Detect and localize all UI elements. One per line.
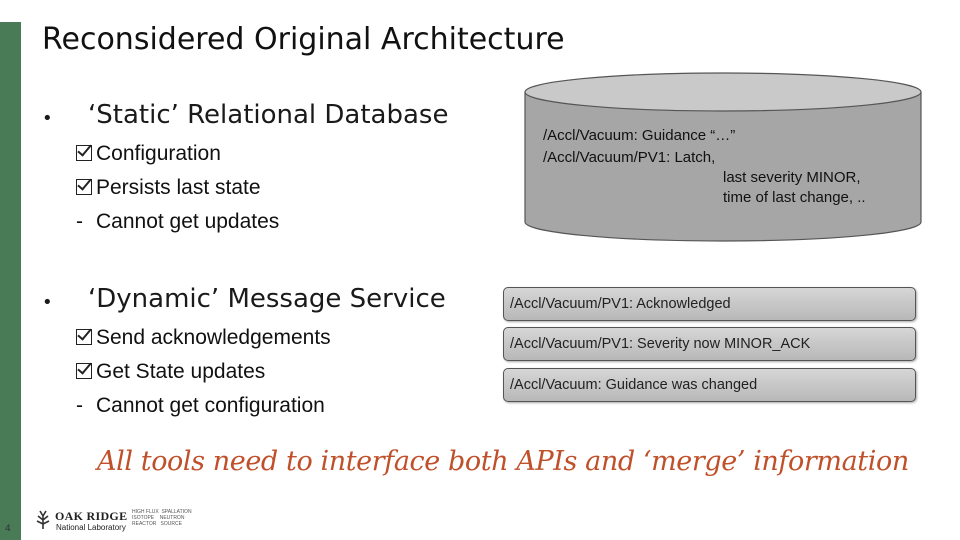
static-heading: ‘Static’ Relational Database xyxy=(88,100,449,130)
dynamic-item-acks: Send acknowledgements xyxy=(76,326,331,350)
static-item-configuration: Configuration xyxy=(76,142,221,166)
page-number: 4 xyxy=(5,524,11,534)
check-icon xyxy=(76,363,92,379)
db-line-time: time of last change, .. xyxy=(723,189,866,206)
check-icon xyxy=(76,329,92,345)
bullet-dot: • xyxy=(42,292,53,313)
db-line-severity: last severity MINOR, xyxy=(723,169,861,186)
db-line-guidance: /Accl/Vacuum: Guidance “…” xyxy=(543,127,736,144)
bullet-dot: • xyxy=(42,108,53,129)
message-severity: /Accl/Vacuum/PV1: Severity now MINOR_ACK xyxy=(503,327,916,361)
ornl-logo: OAK RIDGE National Laboratory HIGH FLUX … xyxy=(34,506,204,536)
slide-title: Reconsidered Original Architecture xyxy=(42,22,565,57)
dash-mark: - xyxy=(76,394,83,417)
accent-side-bar xyxy=(0,22,21,540)
cylinder-shape xyxy=(524,72,922,242)
check-icon xyxy=(76,179,92,195)
static-item-persists: Persists last state xyxy=(76,176,261,200)
logo-facilities: HIGH FLUX SPALLATION ISOTOPE NEUTRON REA… xyxy=(132,509,192,527)
dynamic-heading: ‘Dynamic’ Message Service xyxy=(88,284,446,314)
leaf-icon xyxy=(36,510,50,529)
database-cylinder: /Accl/Vacuum: Guidance “…” /Accl/Vacuum/… xyxy=(524,72,922,244)
check-icon xyxy=(76,145,92,161)
logo-name: OAK RIDGE xyxy=(55,509,128,523)
summary-statement: All tools need to interface both APIs an… xyxy=(97,446,909,477)
message-guidance: /Accl/Vacuum: Guidance was changed xyxy=(503,368,916,402)
static-item-no-updates: -Cannot get updates xyxy=(76,210,280,233)
message-acknowledged: /Accl/Vacuum/PV1: Acknowledged xyxy=(503,287,916,321)
dash-mark: - xyxy=(76,210,83,233)
logo-subtitle: National Laboratory xyxy=(56,523,126,532)
dynamic-item-no-config: -Cannot get configuration xyxy=(76,394,325,417)
dynamic-item-state: Get State updates xyxy=(76,360,265,384)
db-line-latch: /Accl/Vacuum/PV1: Latch, xyxy=(543,149,716,166)
